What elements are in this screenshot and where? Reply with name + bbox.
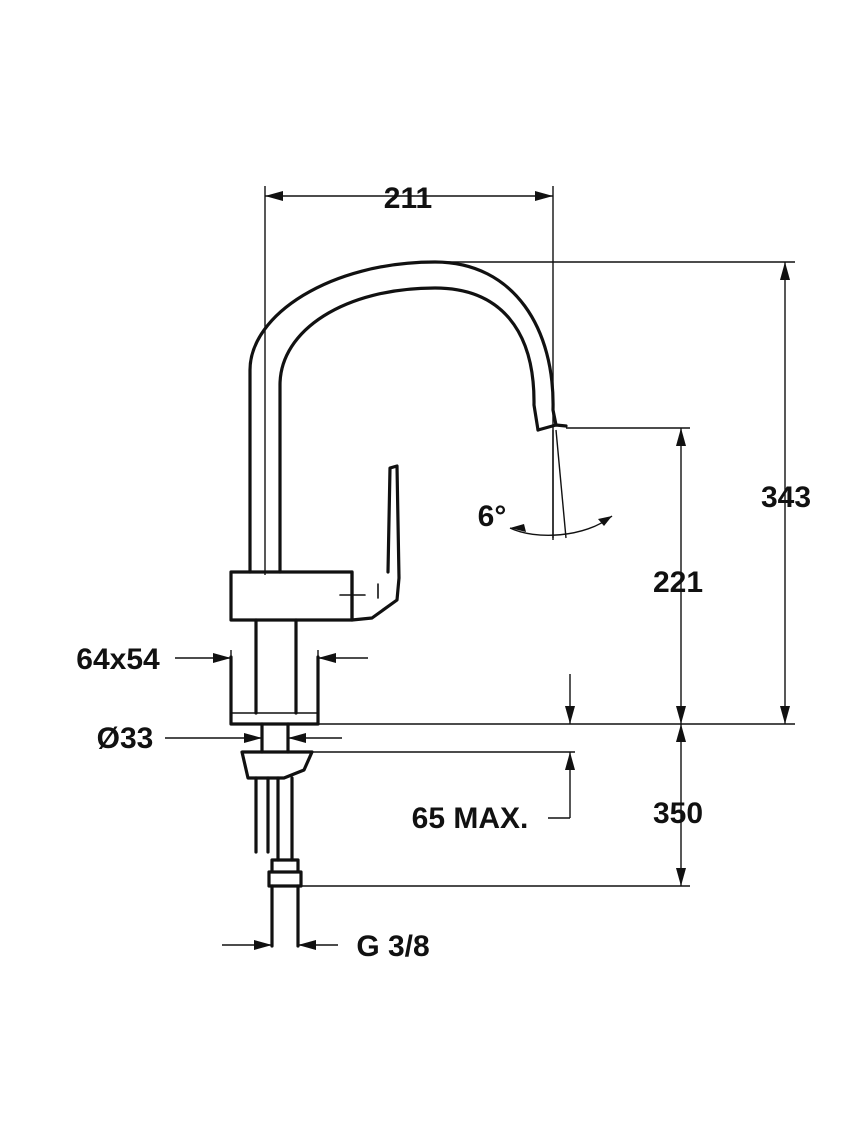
- dim-label-total-height: 343: [761, 481, 811, 514]
- dim-label-base-size: 64x54: [76, 643, 160, 676]
- spout-outer-contour: [248, 260, 558, 574]
- dimension-lines: [165, 186, 795, 950]
- dim-label-counter-thickness: 65 MAX.: [412, 802, 529, 835]
- faucet-body: [229, 570, 354, 622]
- hose-pipe-end: [270, 884, 300, 948]
- faucet-column: [254, 618, 298, 715]
- spout-inner-contour: [278, 286, 540, 574]
- dim-label-hole-diameter: Ø33: [97, 722, 154, 755]
- flexible-hose: [276, 776, 294, 862]
- dim-label-outlet-height: 221: [653, 566, 703, 599]
- dim-label-hose-length: 350: [653, 797, 703, 830]
- lever-handle: [350, 464, 401, 622]
- dim-label-angle: 6°: [478, 500, 507, 533]
- dim-label-thread: G 3/8: [356, 930, 429, 963]
- dim-label-reach: 211: [384, 182, 432, 215]
- hose-fitting: [267, 858, 303, 888]
- fixing-stud: [254, 776, 270, 854]
- faucet-outline: [229, 260, 568, 948]
- mounting-shank: [260, 722, 290, 754]
- mounting-nut: [240, 750, 314, 780]
- spout-tip: [536, 423, 568, 432]
- base-rosette: [229, 655, 320, 726]
- dimension-labels: 211 343 221 6° 64x54 Ø33 65 MAX. 350 G 3…: [76, 182, 811, 963]
